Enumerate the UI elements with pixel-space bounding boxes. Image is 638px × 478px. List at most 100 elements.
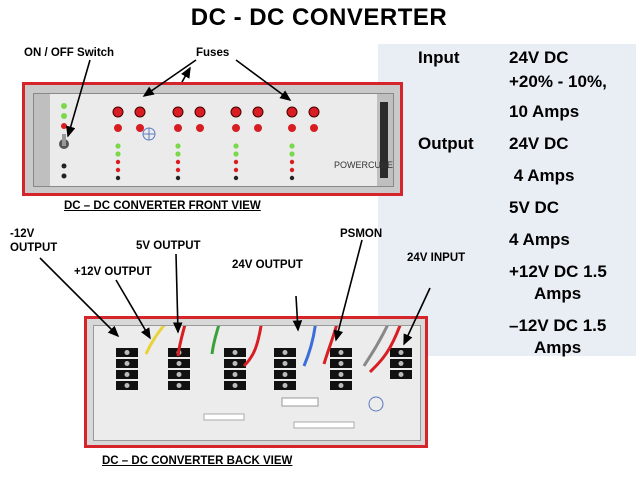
front-panel-drawing: POWERCUBE xyxy=(34,94,393,186)
back-panel-drawing xyxy=(116,326,412,429)
fuse-1-a xyxy=(112,106,124,118)
label-5v-output: 5V OUTPUT xyxy=(136,240,201,252)
terminal-screw-3-4 xyxy=(232,383,238,388)
led-2-c xyxy=(175,159,181,165)
fuse-4-b xyxy=(308,106,320,118)
output-label: Output xyxy=(418,134,474,153)
terminal-screw-2-4 xyxy=(176,383,182,388)
arrow-neg12 xyxy=(39,257,120,338)
terminal-screw-3-3 xyxy=(232,372,238,377)
terminal-screw-5-4 xyxy=(338,383,344,388)
led-3-c xyxy=(233,159,239,165)
led-3-e xyxy=(233,175,239,181)
terminal-screw-4-2 xyxy=(282,361,288,366)
terminal-screw-4-3 xyxy=(282,372,288,377)
led-2-e xyxy=(175,175,181,181)
led-2-b xyxy=(175,151,181,157)
terminal-screw-5-2 xyxy=(338,361,344,366)
led-2-a xyxy=(175,143,181,149)
led-1-a xyxy=(115,143,121,149)
label-24v-input: 24V INPUT xyxy=(407,252,466,264)
fuse-2-c xyxy=(174,124,182,132)
terminal-screw-5-3 xyxy=(338,372,344,377)
arrow-24v-in xyxy=(403,287,431,346)
arrow-fuse-1 xyxy=(142,59,197,97)
arrow-5v xyxy=(172,253,183,334)
led-4-a xyxy=(289,143,295,149)
arrow-fuse-2 xyxy=(235,59,292,101)
led-4-e xyxy=(289,175,295,181)
terminal-screw-2-2 xyxy=(176,361,182,366)
fuse-2-a xyxy=(172,106,184,118)
led-2-d xyxy=(175,167,181,173)
output-value-6: Amps xyxy=(534,284,582,303)
output-value-3: 5V DC xyxy=(509,198,560,217)
fuse-4-c xyxy=(288,124,296,132)
terminal-screw-3-2 xyxy=(232,361,238,366)
fuse-4-d xyxy=(310,124,318,132)
input-value-3: 10 Amps xyxy=(509,102,580,121)
label-neg12v: -12V xyxy=(10,228,35,240)
output-value-8: Amps xyxy=(534,338,582,357)
label-12v-output: +12V OUTPUT xyxy=(74,266,152,278)
led-1-c xyxy=(115,159,121,165)
fuse-1-c xyxy=(114,124,122,132)
front-panel: POWERCUBE xyxy=(33,93,394,187)
terminal-screw-5-1 xyxy=(338,350,344,355)
terminal-screw-3-1 xyxy=(232,350,238,355)
led-1-e xyxy=(115,175,121,181)
led-3-b xyxy=(233,151,239,157)
label-24v-output: 24V OUTPUT xyxy=(232,259,303,271)
front-view-caption: DC – DC CONVERTER FRONT VIEW xyxy=(64,200,261,212)
fuse-3-d xyxy=(254,124,262,132)
label-on-off-switch: ON / OFF Switch xyxy=(24,47,115,59)
terminal-screw-6-1 xyxy=(398,350,404,355)
led-4-b xyxy=(289,151,295,157)
label-psmon: PSMON xyxy=(340,228,383,240)
fuse-1-d xyxy=(136,124,144,132)
arrow-psmon xyxy=(333,239,363,342)
led-1-d xyxy=(115,167,121,173)
fuse-3-a xyxy=(230,106,242,118)
fuse-3-c xyxy=(232,124,240,132)
front-view-photo: POWERCUBE xyxy=(22,82,403,196)
terminal-screw-1-2 xyxy=(124,361,130,366)
terminal-screw-4-4 xyxy=(282,383,288,388)
arrow-plus12 xyxy=(115,279,151,340)
brand-text: POWERCUBE xyxy=(334,160,393,170)
terminal-screw-4-1 xyxy=(282,350,288,355)
arrow-24v-out xyxy=(292,295,303,332)
terminal-screw-6-2 xyxy=(398,361,404,366)
terminal-screw-2-3 xyxy=(176,372,182,377)
fuse-1-b xyxy=(134,106,146,118)
led-1-b xyxy=(115,151,121,157)
arrow-switch xyxy=(66,59,91,138)
fuse-2-b xyxy=(194,106,206,118)
output-value-1: 24V DC xyxy=(509,134,569,153)
label-neg12v-output: OUTPUT xyxy=(10,242,58,254)
led-3-d xyxy=(233,167,239,173)
input-label: Input xyxy=(418,48,460,67)
back-panel xyxy=(93,325,421,441)
label-fuses: Fuses xyxy=(196,47,230,59)
input-value-2: +20% - 10%, xyxy=(509,72,607,91)
led-4-d xyxy=(289,167,295,173)
fuse-3-b xyxy=(252,106,264,118)
output-value-7: –12V DC 1.5 xyxy=(509,316,607,335)
terminal-screw-1-3 xyxy=(124,372,130,377)
back-view-caption: DC – DC CONVERTER BACK VIEW xyxy=(102,455,293,467)
page-title: DC - DC CONVERTER xyxy=(190,4,448,31)
input-value-1: 24V DC xyxy=(509,48,569,67)
fuse-2-d xyxy=(196,124,204,132)
output-value-4: 4 Amps xyxy=(509,230,570,249)
spec-panel xyxy=(378,44,636,356)
led-3-a xyxy=(233,143,239,149)
output-value-2: 4 Amps xyxy=(509,166,575,185)
fuse-4-a xyxy=(286,106,298,118)
output-value-5: +12V DC 1.5 xyxy=(509,262,607,281)
terminal-screw-1-1 xyxy=(124,350,130,355)
terminal-screw-6-3 xyxy=(398,372,404,377)
terminal-screw-1-4 xyxy=(124,383,130,388)
led-4-c xyxy=(289,159,295,165)
